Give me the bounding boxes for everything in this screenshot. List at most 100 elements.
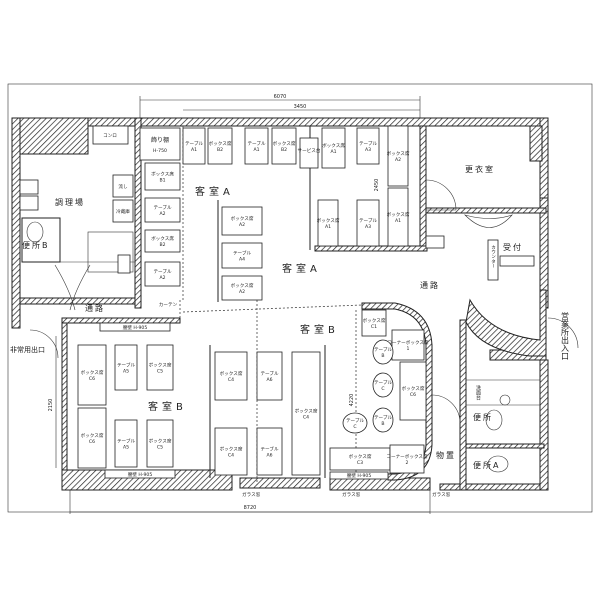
- furniture-id: A3: [365, 224, 371, 230]
- sill-3: 腰壁 H-905: [347, 472, 372, 479]
- furniture-type: ボックス席: [295, 408, 318, 415]
- kitchen-fixtures: コンロ 流し 冷蔵庫 飾り棚 H-750 カーテン カウンター サービス台: [19, 125, 535, 308]
- furniture-id: B: [381, 353, 384, 359]
- furniture-type: テーブル: [185, 140, 204, 147]
- furniture-type: ボックス席: [151, 235, 174, 242]
- booth-shape: [214, 427, 248, 476]
- furniture-id: B2: [281, 147, 287, 153]
- furniture-type: ボックス席: [209, 140, 232, 147]
- dim-bottom: 8720: [244, 505, 257, 511]
- furniture-type: テーブル: [247, 140, 266, 147]
- table-shape: [114, 344, 138, 391]
- sink-room: 洗面台: [475, 384, 481, 401]
- display-shelf: [139, 127, 181, 161]
- booth-shape: [399, 361, 427, 421]
- curtain-label: カーテン: [159, 302, 178, 308]
- dim-top-outer: 6070: [274, 94, 287, 100]
- table-shape: [372, 372, 394, 398]
- room-reception: 受付: [503, 242, 523, 252]
- dim-right-a: 2450: [374, 179, 380, 192]
- display-shelf-label: 飾り棚: [151, 136, 169, 144]
- sill-2: 腰壁 H-905: [123, 324, 148, 331]
- furniture-id: B1: [159, 178, 165, 184]
- booth-shape: [387, 187, 409, 247]
- furniture-id: C6: [89, 439, 95, 445]
- service-label: サービス台: [298, 147, 321, 154]
- furniture-type: コーナーボックス席: [387, 339, 429, 346]
- furniture-type: ボックス席: [317, 217, 340, 224]
- windows: ガラス窓 ガラス窓 ガラス窓 腰壁 H-905 腰壁 H-905 腰壁 H-90…: [99, 322, 451, 498]
- booth-shape: [361, 309, 387, 337]
- booth-shape: [389, 444, 425, 474]
- furniture-id: C: [381, 386, 384, 392]
- furniture-id: C: [353, 424, 356, 430]
- entrance: 営業所出入口: [561, 311, 570, 360]
- furniture-id: A2: [395, 157, 401, 163]
- furniture-type: ボックス席: [273, 140, 296, 147]
- furniture-type: テーブル: [153, 268, 172, 275]
- furniture-type: テーブル: [374, 346, 393, 353]
- booth-shape: [221, 206, 263, 236]
- table-shape: [256, 351, 283, 401]
- booth-shape: [221, 275, 263, 301]
- furniture-type: ボックス席: [151, 171, 174, 178]
- furniture-id: A6: [266, 377, 272, 383]
- furniture-id: C4: [228, 377, 234, 383]
- furniture-type: ボックス席: [81, 432, 104, 439]
- table-shape: [256, 427, 283, 476]
- table-shape: [114, 419, 138, 468]
- counter-label: カウンター: [491, 245, 496, 268]
- furniture-id: A1: [325, 224, 331, 230]
- furniture-id: B2: [217, 147, 223, 153]
- furniture-type: テーブル: [346, 417, 365, 424]
- stove-label: コンロ: [103, 133, 117, 139]
- furniture-type: ボックス席: [231, 282, 254, 289]
- furniture-type: ボックス席: [81, 369, 104, 376]
- furniture-type: ボックス席: [322, 142, 345, 149]
- furniture-id: C6: [89, 376, 95, 382]
- corridor-right: 通路: [420, 280, 440, 290]
- furniture-type: ボックス席: [220, 370, 243, 377]
- glass-2: ガラス窓: [342, 491, 361, 498]
- furniture-id: C6: [410, 392, 416, 398]
- booth-shape: [271, 127, 297, 165]
- furniture-type: コーナーボックス席: [386, 453, 428, 460]
- furniture-id: C4: [303, 415, 309, 421]
- furniture-type: ボックス席: [349, 453, 372, 460]
- furniture-id: A5: [123, 369, 129, 375]
- furniture: テーブルA1ボックス席B2テーブルA1ボックス席B2ボックス席A1テーブルA3ボ…: [77, 125, 429, 476]
- furniture-type: テーブル: [359, 140, 378, 147]
- fridge-label: 冷蔵庫: [116, 208, 130, 215]
- room-guest-b-2: 客室B: [300, 323, 339, 336]
- dim-mid: 4220: [349, 394, 355, 407]
- furniture-type: テーブル: [359, 217, 378, 224]
- furniture-type: テーブル: [117, 438, 136, 445]
- table-shape: [182, 127, 206, 165]
- furniture-id: C1: [371, 324, 377, 330]
- furniture-id: A1: [330, 149, 336, 155]
- furniture-type: テーブル: [260, 446, 279, 453]
- furniture-id: C5: [157, 369, 163, 375]
